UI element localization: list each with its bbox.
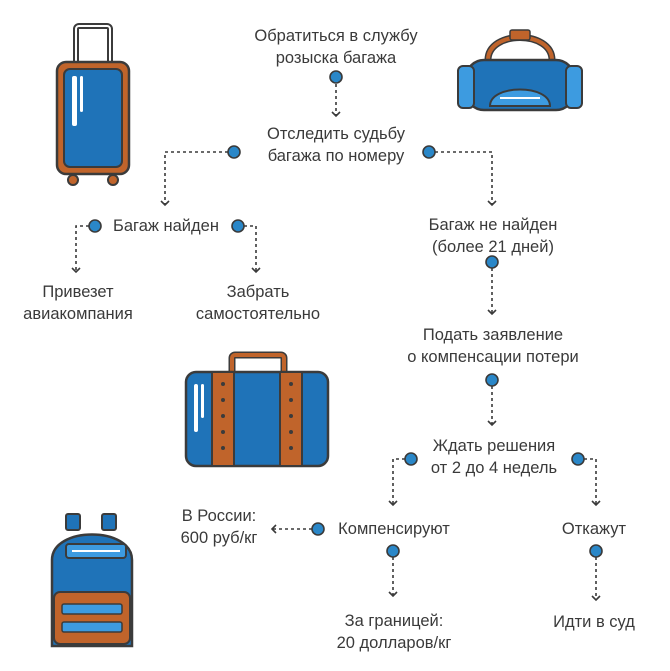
node-text: Забрать самостоятельно	[195, 283, 321, 323]
suitcase-trolley-icon	[55, 23, 131, 186]
node-text: Компенсируют	[338, 520, 450, 538]
node-airline-delivers: Привезет авиакомпания	[23, 281, 133, 325]
connector-dots	[88, 70, 603, 558]
connector-dot	[404, 452, 418, 466]
arrow-found-to-pickup	[238, 225, 261, 274]
arrow-wait-to-refused	[578, 458, 601, 507]
connector-dot	[571, 452, 585, 466]
connector-dot	[231, 219, 245, 233]
node-text: В России: 600 руб/кг	[180, 507, 258, 547]
node-text: Идти в суд	[553, 613, 635, 631]
backpack-icon	[50, 513, 134, 648]
node-text: Откажут	[561, 520, 627, 538]
connector-dot	[422, 145, 436, 159]
node-text: Обратиться в службу розыска багажа	[254, 27, 418, 67]
arrow-wait-to-compensated	[388, 458, 411, 507]
node-text: Отследить судьбу багажа по номеру	[267, 125, 405, 165]
node-text: Привезет авиакомпания	[23, 283, 133, 323]
node-text: Багаж не найден (более 21 дней)	[428, 216, 558, 256]
connector-dot	[589, 544, 603, 558]
node-baggage-found: Багаж найден	[113, 215, 219, 237]
node-in-russia: В России: 600 руб/кг	[181, 505, 258, 549]
node-text: Ждать решения от 2 до 4 недель	[430, 437, 558, 477]
connector-dot	[227, 145, 241, 159]
node-abroad: За границей: 20 долларов/кг	[337, 610, 452, 654]
connector-dot	[88, 219, 102, 233]
node-text: Подать заявление о компенсации потери	[407, 326, 579, 366]
node-text: За границей: 20 долларов/кг	[336, 612, 452, 652]
connector-dot	[485, 255, 499, 269]
node-refused: Откажут	[562, 518, 626, 540]
arrow-track-to-not-found	[429, 151, 497, 207]
node-contact-search-service: Обратиться в службу розыска багажа	[254, 25, 417, 69]
node-compensated: Компенсируют	[338, 518, 450, 540]
connector-dot	[311, 522, 325, 536]
node-track-by-number: Отследить судьбу багажа по номеру	[267, 123, 405, 167]
node-file-claim: Подать заявление о компенсации потери	[407, 324, 579, 368]
node-wait-decision: Ждать решения от 2 до 4 недель	[431, 435, 557, 479]
arrow-found-to-airline	[71, 225, 95, 274]
node-baggage-not-found: Багаж не найден (более 21 дней)	[429, 214, 558, 258]
node-text: Багаж найден	[113, 217, 219, 235]
briefcase-icon	[184, 351, 330, 468]
node-go-to-court: Идти в суд	[553, 611, 635, 633]
connector-dot	[485, 373, 499, 387]
node-pick-up-yourself: Забрать самостоятельно	[196, 281, 320, 325]
duffel-bag-icon	[457, 29, 583, 112]
connector-dot	[329, 70, 343, 84]
arrow-track-to-found	[160, 151, 234, 207]
connector-dot	[386, 544, 400, 558]
